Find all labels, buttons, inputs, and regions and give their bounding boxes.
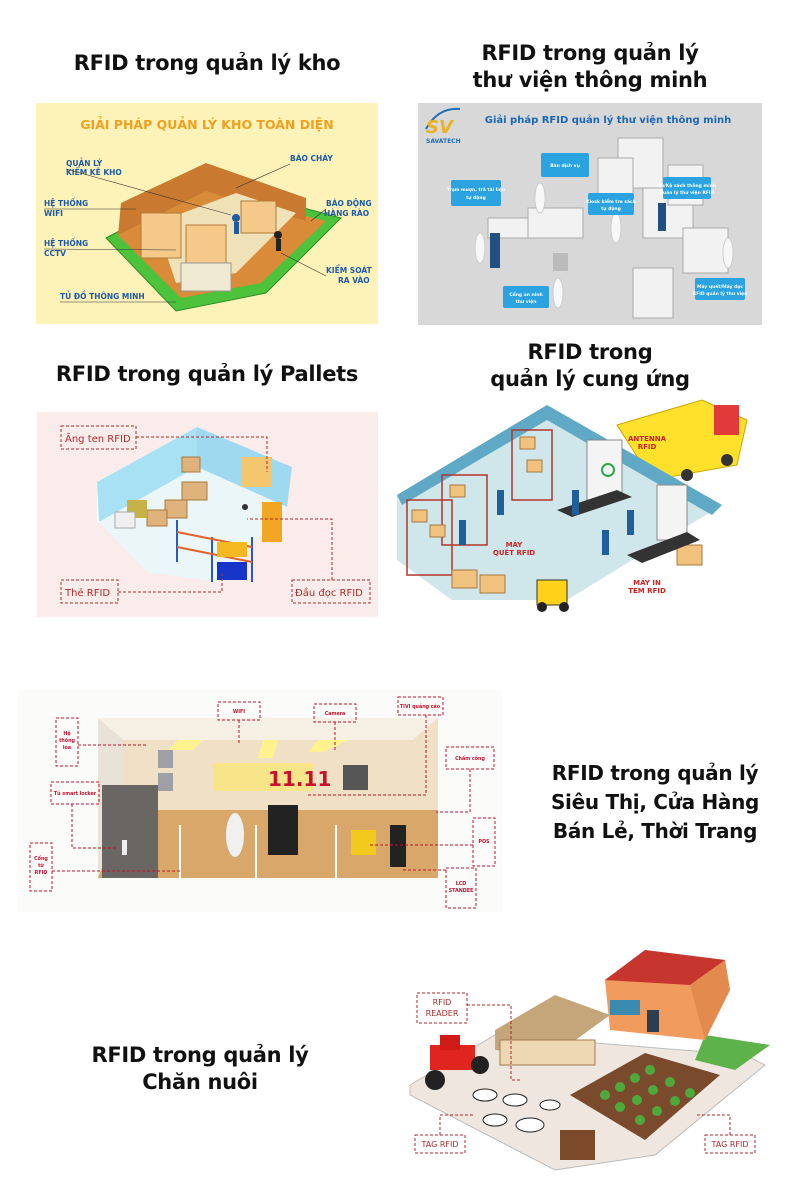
label-tu-ke-sach: Tủ/Kệ sách thông minh	[658, 182, 716, 189]
retail-store-diagram: 11.11	[29, 696, 496, 909]
label-may-quet: MÁY	[506, 540, 524, 549]
section-title-retail: RFID trong quản lý Siêu Thị, Cửa Hàng Bá…	[525, 759, 785, 846]
section-title-warehouse: RFID trong quản lý kho	[36, 50, 378, 77]
diagram-heading: Giải pháp RFID quản lý thư viện thông mi…	[485, 114, 732, 126]
label-rfid: RFID	[433, 998, 452, 1007]
title-line: Siêu Thị, Cửa Hàng	[550, 790, 760, 814]
label-he-thong-wifi-2: WIFI	[44, 209, 63, 218]
label-he-thong-cctv-2: CCTV	[44, 249, 66, 258]
title-line: RFID trong quản lý	[551, 761, 759, 785]
pallets-illustration: Ăng ten RFID Thẻ RFID Đầu đọc RFID	[37, 412, 378, 617]
label-kiosk-2: tự động	[601, 205, 621, 212]
livestock-illustration: RFID READER TAG RFID TAG RFID	[405, 945, 775, 1175]
label-reader: READER	[426, 1009, 459, 1018]
label-camera: Camera	[325, 711, 346, 717]
label-cong-tu-1: Cổng	[34, 855, 48, 862]
retail-store-illustration: 11.11	[18, 690, 502, 912]
label-tivi-quang-cao: TIVI quảng cáo	[400, 703, 441, 710]
label-tag-rfid-field: TAG RFID	[710, 1140, 748, 1149]
label-kiem-soat-2: RA VÀO	[338, 276, 370, 285]
sale-sign: 11.11	[268, 767, 331, 791]
logo-text: SV	[426, 117, 455, 138]
title-line: RFID trong quản lý	[481, 41, 699, 65]
savatech-logo-icon: SV SAVATECH	[425, 107, 461, 145]
label-ang-ten-rfid: Ăng ten RFID	[65, 432, 131, 445]
label-cong-tu-2: từ	[38, 862, 44, 869]
label-kiem-soat-1: KIỂM SOÁT	[326, 265, 373, 275]
section-title-livestock: RFID trong quản lý Chăn nuôi	[60, 1042, 340, 1096]
section-title-pallets: RFID trong quản lý Pallets	[30, 361, 384, 388]
title-line: quản lý cung ứng	[490, 367, 690, 391]
library-diagram: SV SAVATECH Giải pháp RFID quản lý thư v…	[425, 107, 748, 319]
diagram-heading: GIẢI PHÁP QUẢN LÝ KHO TOÀN DIỆN	[80, 116, 334, 132]
pallets-diagram: Ăng ten RFID Thẻ RFID Đầu đọc RFID	[60, 425, 371, 604]
label-tram-muon-tra: Trạm mượn, trả tài liệu	[447, 186, 505, 193]
label-tem-rfid: TEM RFID	[628, 587, 666, 595]
title-line: RFID trong quản lý Pallets	[55, 362, 359, 386]
livestock-diagram: RFID READER TAG RFID TAG RFID	[409, 950, 770, 1171]
warehouse-diagram: GIẢI PHÁP QUẢN LÝ KHO TOÀN DIỆN QUẢN LÝ …	[43, 116, 373, 312]
supply-chain-illustration: ANTENNA RFID MÁY QUÉT RFID MÁY IN TEM RF…	[392, 395, 770, 620]
label-cong-tu-3: RFID	[35, 870, 48, 876]
label-kiem-ke-kho: KIỂM KÊ KHO	[66, 167, 122, 177]
label-antenna: ANTENNA	[628, 435, 667, 443]
label-cong-an-ninh: Cổng an ninh	[509, 291, 542, 298]
label-cham-cong: Chấm công	[455, 755, 485, 762]
label-tram-muon-tra-2: tự động	[466, 194, 486, 201]
label-tu-smart-locker: Tủ smart locker	[54, 790, 97, 797]
label-lcd: LCD	[456, 881, 467, 887]
label-bao-dong-1: BÁO ĐỘNG	[326, 199, 372, 208]
warehouse-illustration: GIẢI PHÁP QUẢN LÝ KHO TOÀN DIỆN QUẢN LÝ …	[36, 103, 378, 324]
label-cong-an-ninh-2: thư viện	[516, 298, 537, 305]
label-antenna-rfid: RFID	[638, 443, 657, 451]
label-may-quet: Máy quét/Máy đọc	[697, 283, 743, 290]
label-tag-rfid-cows: TAG RFID	[420, 1140, 458, 1149]
title-line: RFID trong quản lý kho	[73, 51, 341, 75]
label-may-in: MÁY IN	[633, 578, 661, 587]
label-he-thong-loa-3: loa	[63, 745, 71, 751]
label-pos: POS	[478, 839, 490, 845]
label-may-quet-2: RFID quản lý thư viện	[693, 290, 748, 297]
library-illustration: SV SAVATECH Giải pháp RFID quản lý thư v…	[418, 103, 762, 325]
section-title-supply-chain: RFID trong quản lý cung ứng	[418, 339, 762, 393]
label-tu-ke-sach-2: quản lý thư viện RFID	[660, 189, 715, 196]
label-bao-chay: BÁO CHÁY	[290, 154, 333, 163]
label-he-thong-wifi-1: HỆ THỐNG	[44, 198, 88, 208]
label-he-thong-loa-1: Hệ	[63, 730, 71, 737]
label-ban-dich-vu: Bàn dịch vụ	[550, 162, 580, 169]
label-he-thong-loa-2: thống	[59, 737, 75, 744]
label-standee: STANDEE	[449, 888, 474, 894]
title-line: RFID trong	[527, 340, 653, 364]
label-kiosk: Kiosk kiểm tra sách	[586, 198, 636, 205]
label-tu-do-thong-minh: TỦ ĐỒ THÔNG MINH	[60, 291, 145, 301]
supply-chain-diagram: ANTENNA RFID MÁY QUÉT RFID MÁY IN TEM RF…	[397, 399, 748, 612]
label-dau-doc-rfid: Đầu đọc RFID	[295, 587, 363, 599]
label-he-thong-cctv-1: HỆ THỐNG	[44, 238, 88, 248]
title-line: thư viện thông minh	[472, 68, 708, 92]
brand-name: SAVATECH	[426, 138, 461, 145]
label-wifi: WIFI	[233, 709, 245, 715]
label-quet-rfid: QUÉT RFID	[493, 548, 535, 557]
title-line: Bán Lẻ, Thời Trang	[552, 819, 758, 843]
label-the-rfid: Thẻ RFID	[64, 587, 110, 599]
section-title-library: RFID trong quản lý thư viện thông minh	[418, 40, 762, 94]
title-line: Chăn nuôi	[142, 1070, 258, 1094]
label-quan-ly: QUẢN LÝ	[66, 158, 103, 168]
title-line: RFID trong quản lý	[91, 1043, 309, 1067]
label-bao-dong-2: HÀNG RÀO	[324, 209, 369, 218]
